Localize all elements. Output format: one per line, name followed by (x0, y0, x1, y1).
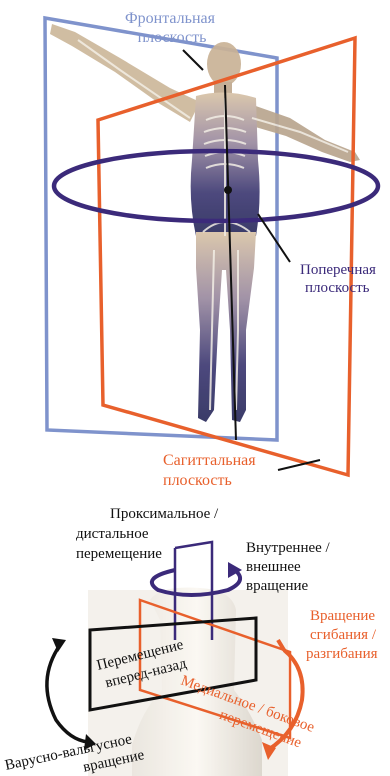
knee-motion-figure: Проксимальное / дистальное перемещение В… (4, 506, 380, 776)
frontal-leader (183, 50, 203, 70)
body-planes-figure: Фронтальная плоскость Поперечная плоскос… (45, 10, 380, 489)
transverse-plane-label: Поперечная плоскость (300, 262, 380, 296)
proximal-distal-label: Проксимальное / дистальное перемещение (76, 506, 222, 562)
center-point (224, 186, 232, 194)
internal-external-rotation-label: Внутреннее / внешнее вращение (246, 540, 333, 594)
flexion-extension-label: Вращение сгибания / разгибания (306, 608, 380, 662)
frontal-plane-label: Фронтальная плоскость (125, 10, 219, 46)
transverse-leader (258, 214, 290, 262)
sagittal-plane-label: Сагиттальная плоскость (163, 452, 260, 489)
varus-valgus-arrow (47, 645, 88, 742)
